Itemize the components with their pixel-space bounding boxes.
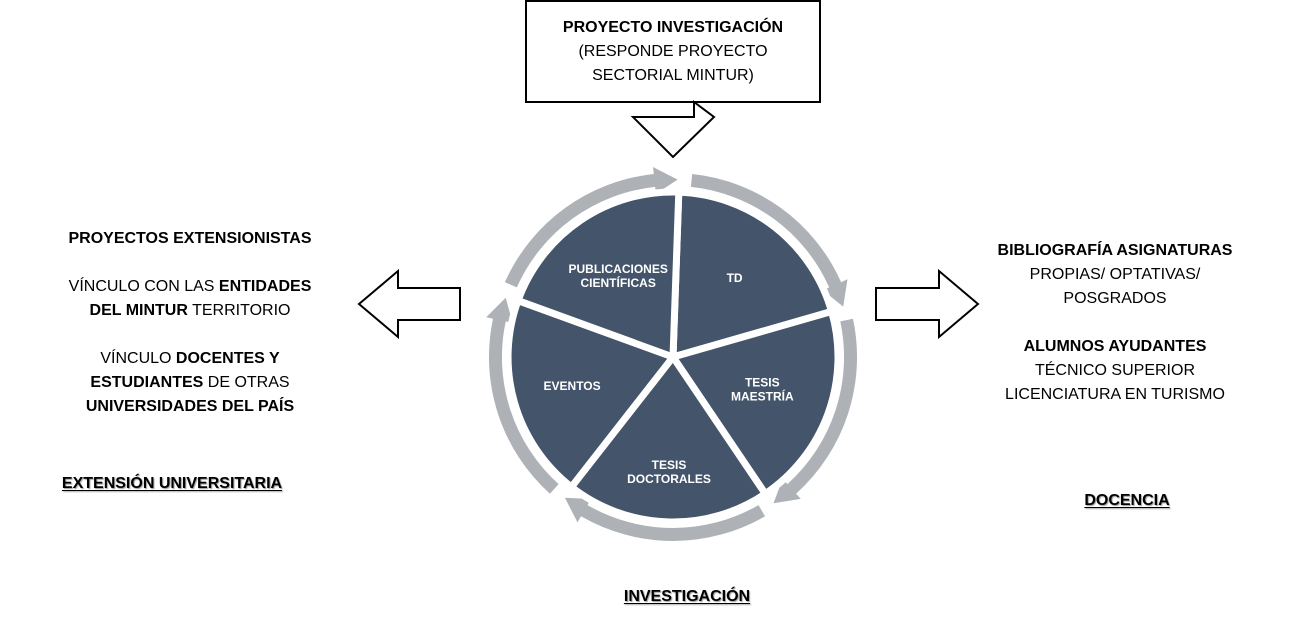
left-p2-line2: ESTUDIANTES DE OTRAS (90, 374, 290, 391)
right-line6: LICENCIATURA EN TURISMO (1005, 386, 1225, 403)
segment-label-eventos-1: EVENTOS (544, 379, 601, 393)
top-box-title: PROYECTO INVESTIGACIÓN (562, 19, 784, 36)
left-arrow (357, 268, 461, 340)
segment-tesis-doctorales (566, 351, 771, 526)
right-line5: TÉCNICO SUPERIOR (1034, 362, 1195, 379)
cycle-segments (504, 188, 842, 526)
down-arrow (630, 100, 716, 159)
left-p1-line2: DEL MINTUR TERRITORIO (89, 302, 291, 319)
top-box (525, 0, 821, 103)
top-box-line3: SECTORIAL MINTUR) (592, 67, 754, 84)
left-p1-line1: VÍNCULO CON LAS ENTIDADES (68, 278, 312, 295)
segment-td (669, 188, 836, 362)
segment-label-td-1: TD (727, 271, 743, 285)
ring-arrow-tesis-doctorales (564, 497, 765, 541)
top-box-text: PROYECTO INVESTIGACIÓN (RESPONDE PROYECT… (526, 16, 820, 88)
right-heading: BIBLIOGRAFÍA ASIGNATURAS (997, 242, 1233, 259)
segment-label-tesis-doctorales-1: TESIS (652, 458, 687, 472)
segment-label-tesis-doctorales-2: DOCTORALES (627, 472, 711, 486)
segment-tesis-maestria (667, 307, 842, 499)
ring-arrow-eventos (486, 297, 559, 494)
left-p2-line1: VÍNCULO DOCENTES Y (100, 350, 280, 367)
investigacion-label: INVESTIGACIÓN (623, 588, 751, 605)
ring-arrow-td (690, 174, 848, 307)
segment-publicaciones (513, 188, 683, 362)
docencia-label: DOCENCIA (1084, 492, 1170, 509)
right-block: BIBLIOGRAFÍA ASIGNATURAS PROPIAS/ OPTATI… (965, 239, 1265, 407)
segment-label-tesis-maestria-2: MAESTRÍA (731, 389, 794, 404)
left-heading: PROYECTOS EXTENSIONISTAS (68, 230, 312, 247)
segment-label-publicaciones-2: CIENTÍFICAS (581, 275, 656, 290)
left-block: PROYECTOS EXTENSIONISTAS VÍNCULO CON LAS… (40, 227, 340, 419)
right-line2: PROPIAS/ OPTATIVAS/ (1029, 266, 1201, 283)
segment-eventos (504, 296, 679, 492)
right-line3: POSGRADOS (1063, 290, 1167, 307)
left-p2-line3: UNIVERSIDADES DEL PAÍS (85, 398, 295, 415)
right-arrow (875, 268, 980, 340)
right-heading2: ALUMNOS AYUDANTES (1023, 338, 1207, 355)
ring-arrow-publicaciones (504, 167, 678, 288)
top-box-line2: (RESPONDE PROYECTO (578, 43, 768, 60)
cycle-ring (486, 167, 858, 541)
segment-label-publicaciones-1: PUBLICACIONES (569, 262, 668, 276)
segment-label-tesis-maestria-1: TESIS (745, 376, 780, 390)
cycle-labels: TDTESISMAESTRÍATESISDOCTORALESEVENTOSPUB… (544, 262, 794, 486)
extension-label: EXTENSIÓN UNIVERSITARIA (61, 475, 283, 492)
